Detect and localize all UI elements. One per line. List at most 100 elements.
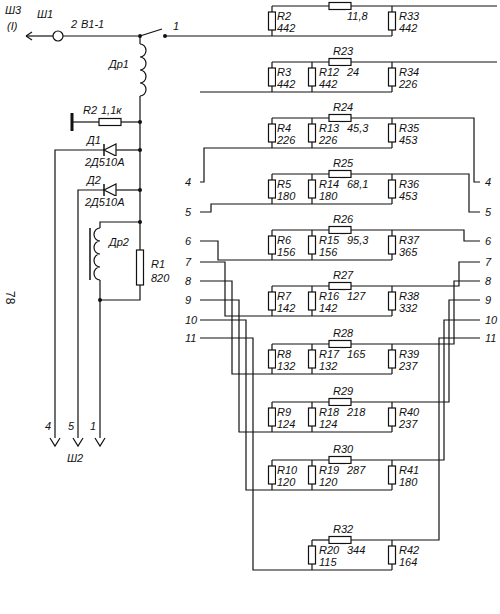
schematic-label: 365 [398, 246, 418, 258]
resistor-ref: R4 [276, 122, 292, 134]
wire [271, 460, 272, 466]
wire [271, 30, 272, 36]
resistor-symbol [309, 236, 316, 254]
resistor-symbol [309, 466, 316, 484]
wire [271, 310, 272, 316]
wire [26, 36, 32, 40]
schematic-label: 226 [318, 134, 338, 146]
schematic-label: 10 [484, 314, 498, 326]
schematic-label: 5 [184, 206, 192, 218]
schematic-label: 332 [398, 302, 418, 314]
wire [271, 402, 272, 408]
resistor-ref: R17 [318, 348, 340, 360]
wire [351, 459, 392, 460]
resistor-symbol [329, 115, 351, 122]
wire [271, 254, 272, 260]
resistor-ref: R26 [332, 213, 354, 225]
junction-dot [98, 298, 102, 302]
wire [200, 262, 392, 316]
wire [351, 117, 392, 118]
wire [311, 62, 312, 68]
wire [311, 484, 312, 490]
wire [271, 368, 272, 374]
schematic-label: 142 [276, 302, 296, 314]
resistor-symbol [309, 124, 316, 142]
schematic-label: 156 [318, 246, 338, 258]
wire [391, 30, 392, 36]
wire [26, 35, 53, 36]
wire [311, 198, 312, 204]
resistor-symbol [329, 341, 351, 348]
schematic-label: Ш1 [36, 8, 54, 20]
wire [139, 96, 140, 250]
resistor-symbol [137, 250, 144, 285]
resistor-symbol [309, 350, 316, 368]
wire [200, 91, 392, 92]
schematic-label: 127 [346, 290, 366, 302]
schematic-label: 115 [318, 556, 338, 568]
wire [271, 484, 272, 490]
resistor-ref: R14 [318, 178, 340, 190]
resistor-symbol [269, 124, 276, 142]
schematic-label: 287 [346, 464, 366, 476]
resistor-ref: R12 [318, 66, 340, 78]
schematic-label: 5 [484, 206, 492, 218]
wire [312, 539, 329, 540]
wire [391, 564, 392, 570]
wire [63, 35, 138, 36]
schematic-label: Д1 [86, 134, 102, 146]
resistor-symbol [309, 68, 316, 86]
schematic-label: (I) [6, 20, 18, 32]
resistor-ref: R32 [332, 523, 354, 535]
schematic-label: В1-1 [80, 18, 105, 30]
schematic-label: 11,8 [346, 10, 369, 22]
wire [311, 564, 312, 570]
inductor-symbol [140, 44, 146, 96]
schematic-label: 237 [398, 360, 418, 372]
wire [99, 280, 100, 438]
schematic-label: 2Д510А [84, 156, 126, 168]
wire [391, 426, 392, 432]
resistor-ref: R34 [398, 66, 420, 78]
resistor-ref: R5 [276, 178, 292, 190]
wire [391, 230, 392, 236]
schematic-label: 4 [44, 420, 52, 432]
resistor-ref: R8 [276, 348, 292, 360]
resistor-ref: R42 [398, 544, 420, 556]
resistor-ref: R41 [398, 464, 420, 476]
wire [311, 540, 312, 546]
resistor-symbol [389, 408, 396, 426]
schematic-label: 165 [346, 348, 366, 360]
junction-dot [138, 220, 142, 224]
schematic-label: 11 [184, 332, 197, 344]
resistor-ref: R35 [398, 122, 420, 134]
resistor-ref: R37 [398, 234, 420, 246]
resistor-ref: R19 [318, 464, 340, 476]
schematic-label: 453 [398, 190, 418, 202]
schematic-label: 1 [89, 420, 97, 432]
wire [271, 198, 272, 204]
junction-dot [138, 120, 142, 124]
wire [200, 148, 392, 182]
schematic-label: 4 [484, 176, 492, 188]
wire [391, 62, 392, 68]
resistor-symbol [99, 119, 121, 126]
wire [391, 142, 392, 148]
resistor-symbol [269, 292, 276, 310]
resistor-ref: R6 [276, 234, 292, 246]
wire [351, 285, 392, 286]
wire [116, 189, 140, 190]
resistor-symbol [309, 408, 316, 426]
wire [272, 173, 329, 174]
schematic-label: 180 [398, 476, 418, 488]
resistor-ref: R40 [398, 406, 420, 418]
wire [391, 86, 392, 92]
wire [351, 343, 392, 344]
resistor-ref: R29 [332, 385, 354, 397]
junction-dot [138, 188, 142, 192]
schematic-label: 442 [276, 22, 296, 34]
resistor-symbol [309, 180, 316, 198]
resistor-symbol [389, 236, 396, 254]
schematic-label: 442 [276, 78, 296, 90]
